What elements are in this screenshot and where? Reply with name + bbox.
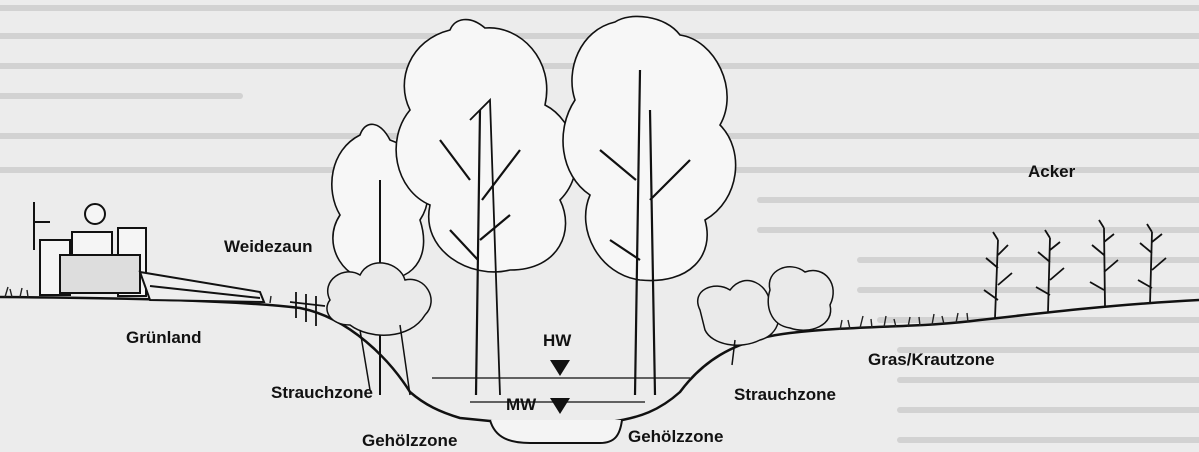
label-weidezaun: Weidezaun [224, 237, 312, 257]
label-gras-krautzone: Gras/Krautzone [868, 350, 995, 370]
label-strauchzone-right: Strauchzone [734, 385, 836, 405]
label-gehoelzzone-right: Gehölzzone [628, 427, 723, 447]
label-gruenland: Grünland [126, 328, 202, 348]
stream-bed [490, 420, 622, 443]
label-strauchzone-left: Strauchzone [271, 383, 373, 403]
terrain-profile [0, 297, 1199, 422]
label-acker: Acker [1028, 162, 1075, 182]
hw-marker-icon [550, 360, 570, 376]
label-hw: HW [543, 331, 571, 351]
label-gehoelzzone-left: Gehölzzone [362, 431, 457, 451]
shrub-icon [698, 267, 833, 365]
tree-icon [563, 16, 736, 395]
label-mw: MW [506, 395, 536, 415]
mw-marker-icon [550, 398, 570, 414]
